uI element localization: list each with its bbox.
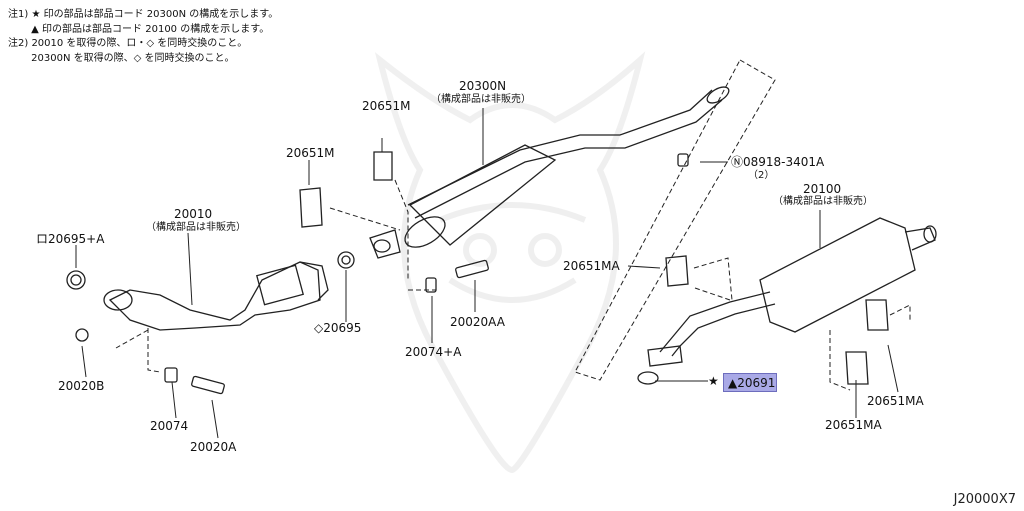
center-muffler-pipe — [369, 86, 730, 259]
note-line-4: 20300N を取得の際、◇ を同時交換のこと。 — [8, 52, 235, 64]
part-label-20100[interactable]: 20100 — [803, 182, 842, 196]
watermark-emblem — [374, 51, 646, 474]
part-label-20651m-top[interactable]: 20651M — [362, 99, 411, 113]
part-mark-20691: ★ — [708, 374, 719, 388]
leader-lines — [75, 108, 899, 439]
part-label-20695[interactable]: ◇20695 — [314, 321, 362, 335]
front-catalyst — [103, 261, 329, 331]
small-parts — [66, 151, 889, 395]
part-sub-20100: （構成部品は非販売） — [773, 196, 873, 207]
part-label-20691-highlight[interactable]: ▲20691 — [723, 373, 777, 392]
part-label-20651ma-right[interactable]: 20651MA — [867, 394, 924, 408]
part-label-20691: ▲20691 — [728, 376, 776, 390]
part-label-20300n[interactable]: 20300N — [459, 79, 507, 93]
part-label-20695a[interactable]: ロ20695+A — [36, 232, 105, 246]
part-label-08918[interactable]: Ⓝ08918-3401A — [731, 155, 825, 169]
note-line-1: 注1) ★ 印の部品は部品コード 20300N の構成を示します。 — [8, 9, 279, 20]
part-label-20020a[interactable]: 20020A — [190, 440, 237, 454]
part-label-20651ma-bottom[interactable]: 20651MA — [825, 418, 882, 432]
part-label-20651m-left[interactable]: 20651M — [286, 146, 335, 160]
dashed-group-lines — [115, 59, 911, 391]
part-label-20010[interactable]: 20010 — [174, 207, 213, 221]
diagram-code: J20000X7 — [953, 492, 1016, 507]
part-label-20651ma-mid[interactable]: 20651MA — [563, 259, 620, 273]
part-label-20020b[interactable]: 20020B — [58, 379, 105, 393]
part-qty-08918: （2） — [748, 170, 775, 181]
part-sub-20010: （構成部品は非販売） — [146, 222, 246, 233]
note-line-3: 注2) 20010 を取得の際、ロ・◇ を同時交換のこと。 — [8, 38, 248, 49]
rear-muffler — [637, 217, 937, 385]
part-label-20020aa[interactable]: 20020AA — [450, 315, 505, 329]
note-line-2: ▲ 印の部品は部品コード 20100 の構成を示します。 — [8, 23, 270, 35]
diagram-notes: 注1) ★ 印の部品は部品コード 20300N の構成を示します。 ▲ 印の部品… — [8, 8, 348, 66]
part-sub-20300n: （構成部品は非販売） — [431, 94, 531, 105]
part-label-20074[interactable]: 20074 — [150, 419, 189, 433]
part-label-20074a[interactable]: 20074+A — [405, 345, 462, 359]
